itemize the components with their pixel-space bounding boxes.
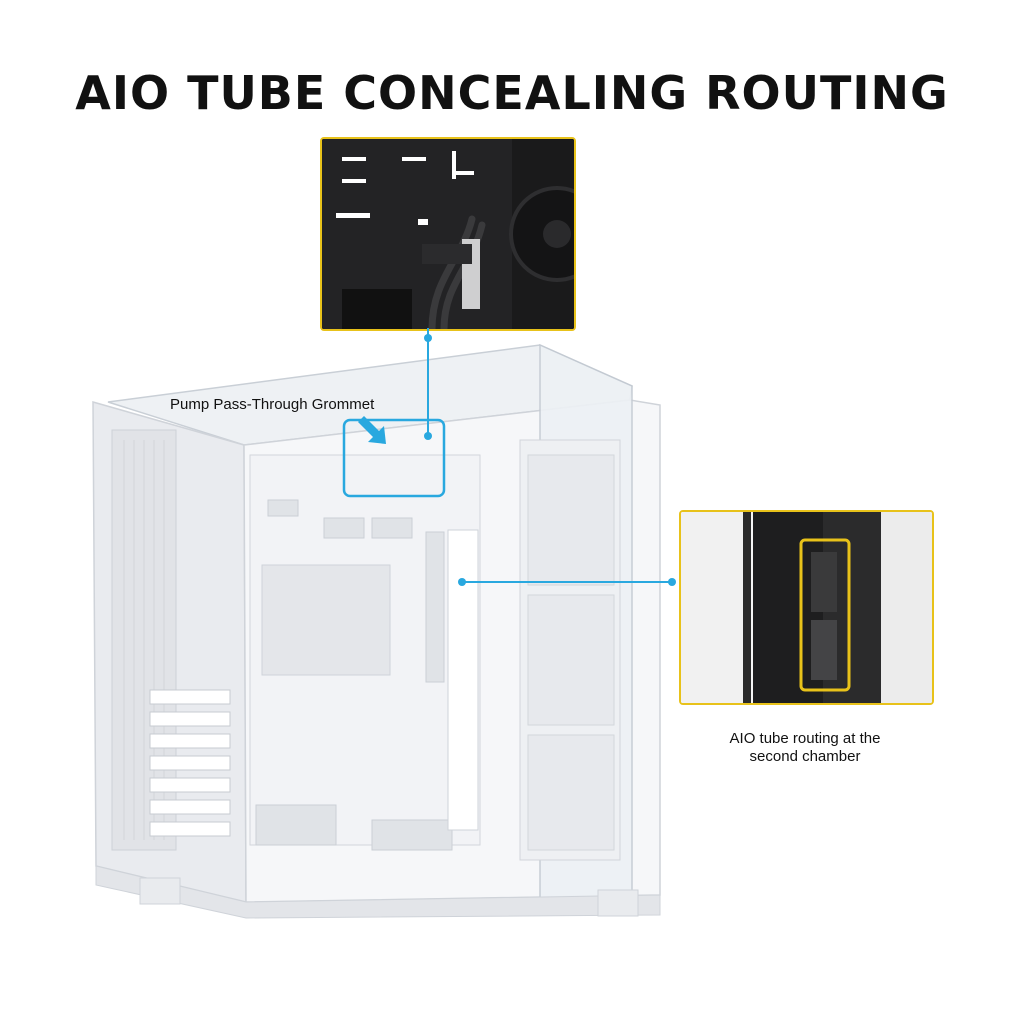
aio-routing-line2: second chamber	[749, 748, 861, 765]
aio-routing-line1: AIO tube routing at the	[729, 730, 881, 747]
top-callout-dot	[424, 334, 432, 342]
tray-cutouts	[255, 499, 453, 851]
pci-slots	[149, 689, 231, 837]
pump-grommet-label: Pump Pass-Through Grommet	[170, 396, 375, 413]
foot-left	[139, 877, 181, 905]
aio-routing-label: AIO tube routing at the second chamber	[700, 730, 910, 766]
inset-photo-top	[320, 137, 576, 331]
foot-right	[597, 889, 639, 917]
grommet-highlight	[342, 418, 446, 498]
right-callout-dot-left	[458, 578, 466, 586]
case-base	[95, 865, 661, 919]
cpu-cutout	[261, 564, 391, 676]
page-title: AIO TUBE CONCEALING ROUTING	[75, 66, 949, 120]
inset-photo-right	[679, 510, 934, 705]
arrow-icon	[358, 416, 386, 444]
right-callout-dot-right	[668, 578, 676, 586]
